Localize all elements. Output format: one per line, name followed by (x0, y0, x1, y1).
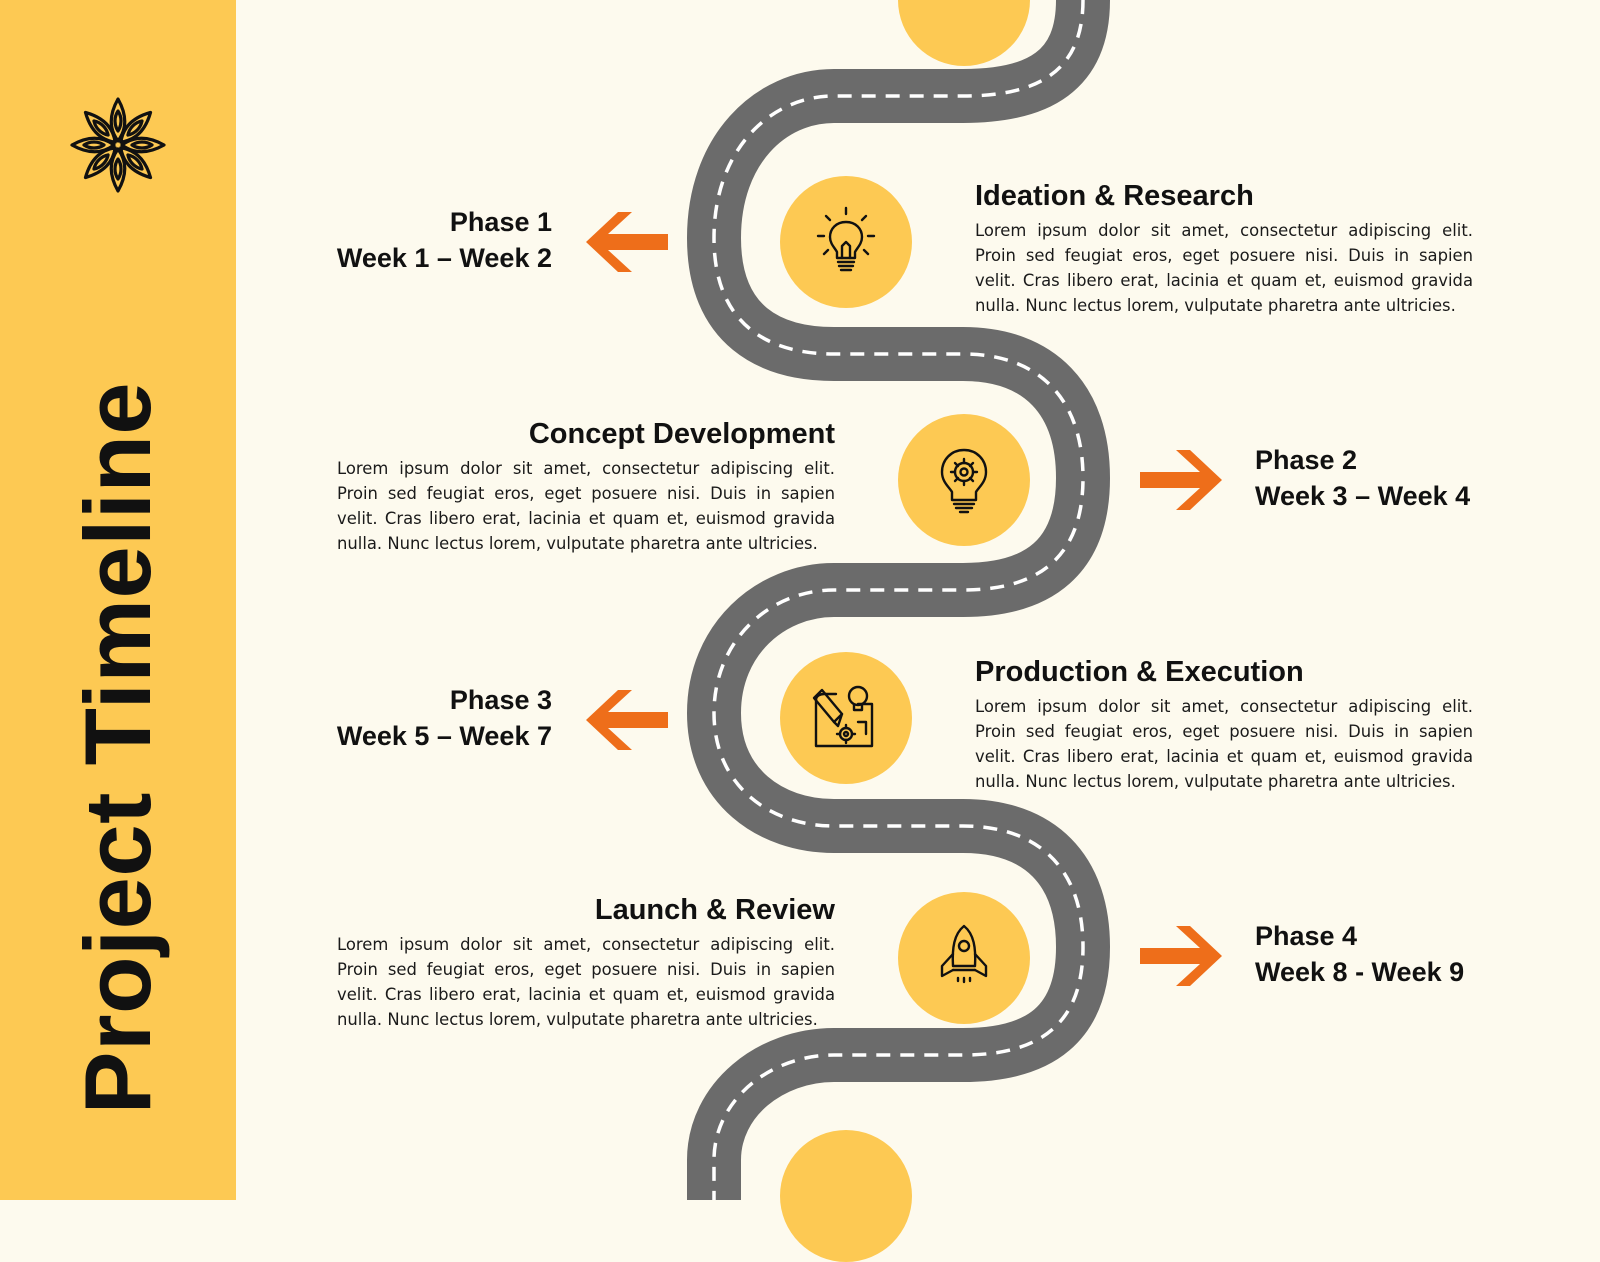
sidebar: Project Timeline (0, 0, 236, 1200)
phase-2-icon-circle (898, 414, 1030, 546)
phase-1-title: Phase 1 (449, 207, 552, 237)
phase-2-heading: Concept Development (528, 418, 835, 450)
phase-1-icon-circle (780, 176, 912, 308)
phase-4-description-block: Launch & Review Lorem ipsum dolor sit am… (337, 892, 835, 1032)
phase-2-weeks: Week 3 – Week 4 (1255, 481, 1471, 511)
phase-3-weeks: Week 5 – Week 7 (336, 721, 552, 751)
blueprint-icon (812, 685, 874, 748)
phase-3-heading: Production & Execution (975, 656, 1304, 688)
phase-4-title: Phase 4 (1255, 921, 1358, 951)
phase-3-description-block: Production & Execution Lorem ipsum dolor… (975, 654, 1473, 794)
phase-4-icon-circle (898, 892, 1030, 1024)
phase-3-label: Phase 3 Week 5 – Week 7 (290, 682, 552, 754)
arrow-left-icon (586, 212, 668, 272)
decorative-circle-bottom (780, 1130, 912, 1262)
phase-4-label: Phase 4 Week 8 - Week 9 (1255, 918, 1464, 990)
phase-1-label: Phase 1 Week 1 – Week 2 (290, 204, 552, 276)
arrow-right-icon (1140, 926, 1222, 986)
phase-4-weeks: Week 8 - Week 9 (1255, 957, 1465, 987)
phase-1-description: Lorem ipsum dolor sit amet, consectetur … (975, 221, 1473, 315)
flower-ornament-icon (70, 97, 166, 193)
arrow-right-icon (1140, 450, 1222, 510)
phase-3-description: Lorem ipsum dolor sit amet, consectetur … (975, 697, 1473, 791)
phase-4-heading: Launch & Review (594, 894, 835, 926)
phase-2-title: Phase 2 (1255, 445, 1358, 475)
road-surface (686, 0, 1111, 1200)
phase-3-title: Phase 3 (449, 685, 552, 715)
phase-1-description-block: Ideation & Research Lorem ipsum dolor si… (975, 178, 1473, 318)
phase-2-label: Phase 2 Week 3 – Week 4 (1255, 442, 1470, 514)
phase-3-icon-circle (780, 652, 912, 784)
phase-2-description-block: Concept Development Lorem ipsum dolor si… (337, 416, 835, 556)
phase-1-weeks: Week 1 – Week 2 (336, 243, 552, 273)
phase-4-description: Lorem ipsum dolor sit amet, consectetur … (337, 935, 835, 1029)
gear-bulb-icon (940, 448, 988, 514)
arrow-left-icon (586, 690, 668, 750)
phase-2-description: Lorem ipsum dolor sit amet, consectetur … (337, 459, 835, 553)
lightbulb-icon (816, 206, 876, 272)
rocket-icon (940, 924, 988, 984)
phase-1-heading: Ideation & Research (975, 180, 1254, 212)
road-path (686, 0, 1111, 1200)
